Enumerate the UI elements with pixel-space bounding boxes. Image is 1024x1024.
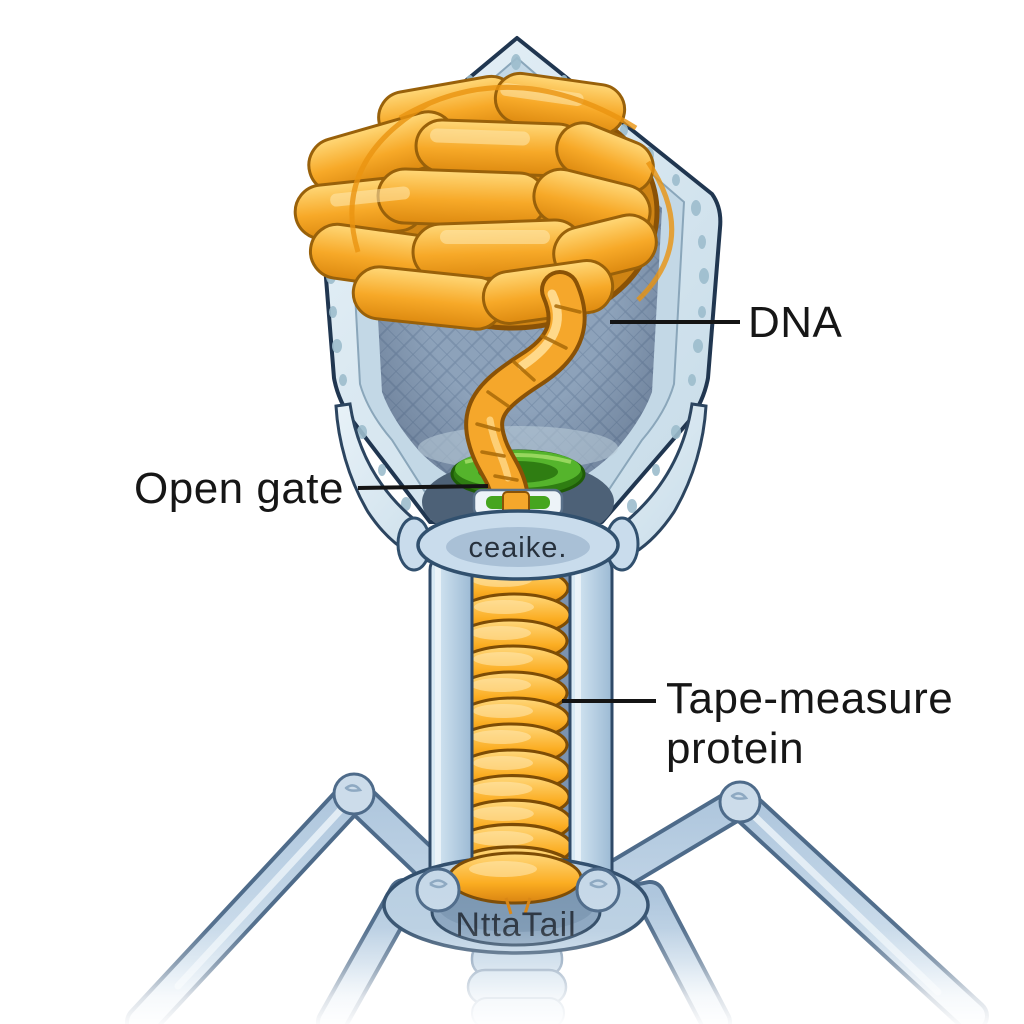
dna-coil	[293, 71, 675, 331]
tail-sheath	[428, 550, 614, 895]
collar-inscription: ceaike.	[469, 532, 568, 564]
bottom-fade	[0, 888, 1024, 1024]
annotations: DNA Open gate Tape-measure protein	[134, 298, 953, 773]
label-tape-measure-line1: Tape-measure	[666, 674, 953, 723]
neck-collar: ceaike.	[396, 509, 640, 581]
leader-line-open-gate	[357, 484, 489, 490]
label-tape-measure-line2: protein	[666, 724, 804, 773]
dna-loose-strands	[349, 84, 675, 302]
label-open-gate: Open gate	[134, 464, 344, 513]
label-dna: DNA	[748, 298, 843, 347]
knee-joints	[332, 772, 762, 824]
strand-segment-ticks	[475, 304, 582, 502]
